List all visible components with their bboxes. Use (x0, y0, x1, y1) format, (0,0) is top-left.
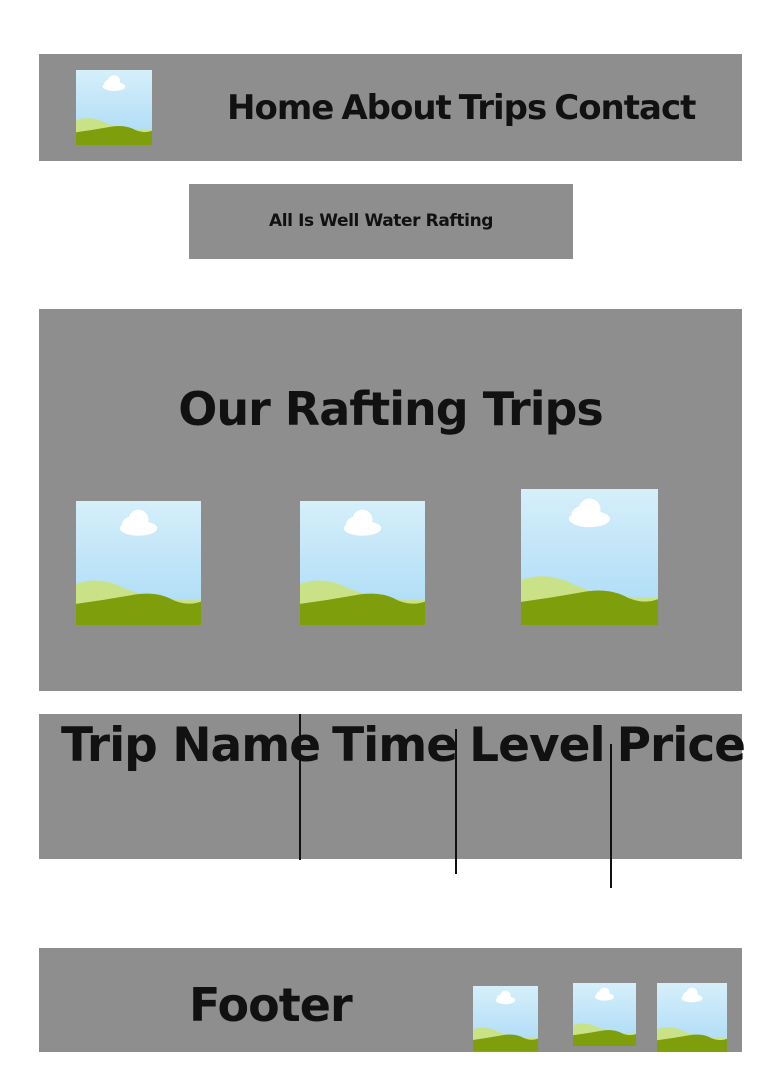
nav-link-contact[interactable]: Contact (554, 88, 696, 128)
trip-image-placeholder-icon[interactable] (76, 501, 201, 625)
trip-image-placeholder-icon[interactable] (300, 501, 425, 625)
footer-label: Footer (189, 978, 353, 1032)
trip-image-placeholder-icon[interactable] (521, 489, 658, 625)
column-header-time: Time (332, 718, 458, 773)
column-divider (455, 729, 457, 874)
footer-image-placeholder-icon[interactable] (657, 983, 727, 1052)
nav-link-trips[interactable]: Trips (458, 88, 547, 128)
column-divider (299, 714, 301, 860)
trips-section: Our Rafting Trips (39, 309, 742, 691)
trips-heading: Our Rafting Trips (178, 382, 604, 436)
footer-image-placeholder-icon[interactable] (573, 983, 636, 1046)
site-footer: Footer (39, 948, 742, 1052)
column-header-price: Price (616, 718, 746, 773)
site-title-banner: All Is Well Water Rafting (189, 184, 573, 259)
nav-link-about[interactable]: About (341, 88, 451, 128)
logo-image-placeholder-icon[interactable] (76, 70, 152, 145)
site-title: All Is Well Water Rafting (268, 211, 494, 231)
column-divider (610, 744, 612, 888)
footer-image-placeholder-icon[interactable] (473, 986, 538, 1051)
column-header-trip-name: Trip Name (61, 718, 321, 773)
column-header-level: Level (469, 718, 605, 773)
nav-link-home[interactable]: Home (227, 88, 334, 128)
